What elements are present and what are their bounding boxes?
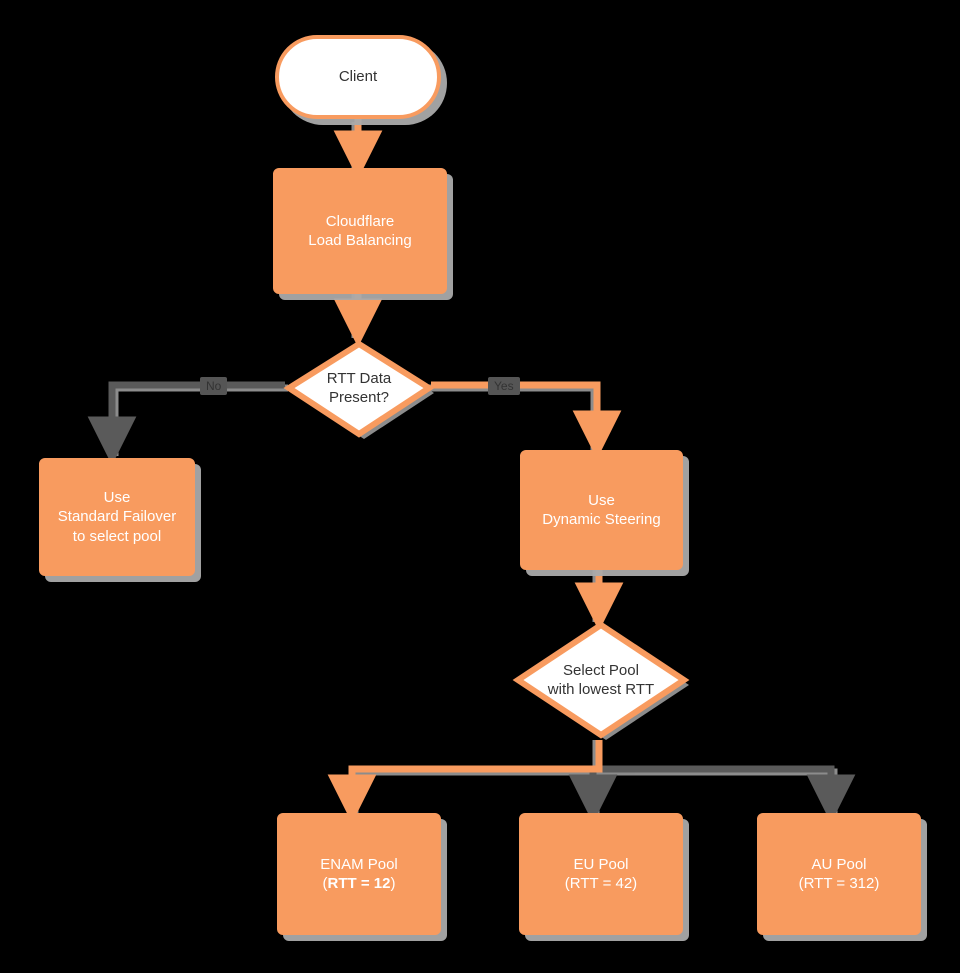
node-select-pool-line1: Select Pool xyxy=(563,661,639,679)
node-dynamic-steering-line1: Use xyxy=(588,491,615,509)
node-enam-pool-rtt-value: RTT = 12 xyxy=(327,875,391,892)
node-au-pool-line2: (RTT = 312) xyxy=(798,875,880,892)
node-au-pool-line1: AU Pool xyxy=(811,855,867,873)
node-enam-pool-rtt: (RTT = 12) xyxy=(320,874,398,894)
node-enam-pool-rtt-open: ( xyxy=(322,875,328,892)
node-eu-pool-line1: EU Pool xyxy=(573,855,629,873)
node-select-pool-line2: with lowest RTT xyxy=(547,681,655,698)
node-eu-pool[interactable]: EU Pool (RTT = 42) xyxy=(519,813,683,935)
node-client[interactable]: Client xyxy=(275,35,441,119)
edge-select-pool-to-enam xyxy=(327,740,603,824)
node-dynamic-steering-line2: Dynamic Steering xyxy=(542,511,661,528)
diamond-shape xyxy=(283,340,435,439)
node-standard-failover[interactable]: Use Standard Failover to select pool xyxy=(39,458,195,576)
node-rtt-decision[interactable]: RTT Data Present? xyxy=(283,336,435,440)
node-enam-pool-line1: ENAM Pool xyxy=(320,855,398,873)
node-dynamic-steering[interactable]: Use Dynamic Steering xyxy=(520,450,683,570)
node-rtt-decision-line1: RTT Data xyxy=(326,369,392,387)
node-dynamic-steering-label: Use Dynamic Steering xyxy=(542,491,660,530)
edge-label-yes: Yes xyxy=(488,377,520,396)
edge-select-pool-to-au xyxy=(593,765,856,824)
node-enam-pool-rtt-close: ) xyxy=(390,875,396,892)
diamond-shape xyxy=(512,621,690,740)
node-rtt-decision-line2: Present? xyxy=(328,389,390,406)
node-load-balancing-line2: Load Balancing xyxy=(308,232,412,249)
edge-no-to-standard-failover xyxy=(87,381,285,466)
edge-yes-to-dynamic-steering xyxy=(431,381,622,460)
node-au-pool-label: AU Pool (RTT = 312) xyxy=(799,855,880,894)
node-eu-pool-label: EU Pool (RTT = 42) xyxy=(565,855,637,894)
node-enam-pool-label: ENAM Pool (RTT = 12) xyxy=(320,855,398,894)
node-au-pool[interactable]: AU Pool (RTT = 312) xyxy=(757,813,921,935)
node-select-pool[interactable]: Select Pool with lowest RTT xyxy=(511,618,691,742)
node-eu-pool-line2: (RTT = 42) xyxy=(564,875,638,892)
node-standard-failover-line1: Use xyxy=(103,488,131,506)
node-client-label: Client xyxy=(338,68,378,86)
node-load-balancing[interactable]: Cloudflare Load Balancing xyxy=(273,168,447,294)
node-rtt-decision-label: RTT Data Present? xyxy=(327,369,391,408)
node-load-balancing-line1: Cloudflare xyxy=(325,212,395,230)
edge-label-no: No xyxy=(200,377,228,396)
node-standard-failover-line2: Standard Failover xyxy=(57,508,177,526)
node-enam-pool[interactable]: ENAM Pool (RTT = 12) xyxy=(277,813,441,935)
node-load-balancing-label: Cloudflare Load Balancing xyxy=(308,212,411,251)
node-standard-failover-line3: to select pool xyxy=(72,527,162,545)
node-standard-failover-label: Use Standard Failover to select pool xyxy=(58,488,176,547)
node-select-pool-label: Select Pool with lowest RTT xyxy=(548,661,654,700)
